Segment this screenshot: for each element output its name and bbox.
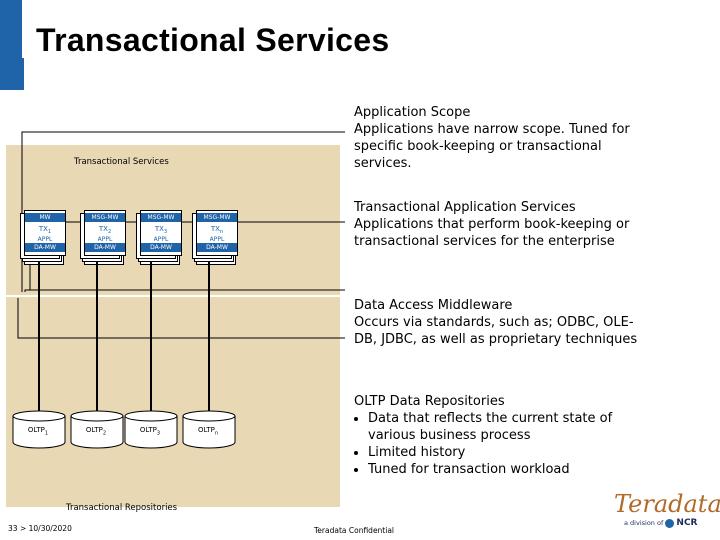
- oltp-label-main: OLTP: [139, 426, 157, 434]
- footer-confidential: Teradata Confidential: [314, 526, 395, 535]
- stack-appl-label: APPL: [153, 236, 169, 244]
- stack-middleware-label: MSG-MW: [197, 213, 237, 222]
- callout-data-access-middleware: Data Access Middleware Occurs via standa…: [354, 297, 646, 348]
- bullet-item: Limited history: [368, 444, 654, 461]
- stack-middleware-label: MSG-MW: [141, 213, 181, 222]
- title-accent-line: [22, 58, 30, 90]
- oltp-label-main: OLTP: [197, 426, 215, 434]
- callout-heading: OLTP Data Repositories: [354, 394, 505, 409]
- oltp-label-main: OLTP: [27, 426, 45, 434]
- connection-pipe: [208, 262, 210, 412]
- ncr-icon: [665, 518, 675, 528]
- stack-middleware-label: MSG-MW: [85, 213, 125, 222]
- logo-subline: a division of NCR: [624, 518, 720, 528]
- callout-heading: Data Access Middleware: [354, 298, 513, 313]
- oltp-label-index: n: [214, 430, 219, 437]
- logo-ncr-text: NCR: [676, 518, 698, 528]
- oltp-repository-label: OLTP2: [74, 426, 118, 436]
- callout-body: Applications have narrow scope. Tuned fo…: [354, 122, 630, 171]
- slide-title: Transactional Services: [36, 22, 390, 58]
- oltp-bullet-list: Data that reflects the current state of …: [354, 410, 654, 478]
- oltp-label-index: 1: [44, 430, 49, 437]
- connection-pipe: [96, 262, 98, 412]
- stack-appl-label: APPL: [209, 236, 225, 244]
- stack-tx-index: 1: [47, 229, 52, 236]
- title-accent-bar: [0, 0, 22, 90]
- transactional-services-label: Transactional Services: [74, 157, 169, 167]
- footer-arrow: >: [19, 524, 27, 533]
- oltp-repository-label: OLTP3: [128, 426, 172, 436]
- oltp-label-index: 3: [156, 430, 161, 437]
- callout-application-scope: Application Scope Applications have narr…: [354, 104, 654, 172]
- footer-date: 10/30/2020: [28, 524, 72, 533]
- connection-pipe: [38, 262, 40, 412]
- callout-heading: Transactional Application Services: [354, 200, 576, 215]
- bullet-item: Data that reflects the current state of …: [368, 410, 654, 444]
- stack-data-access-label: DA-MW: [197, 243, 237, 252]
- stack-middleware-label: MW: [25, 213, 65, 222]
- logo-division-text: a division of: [624, 519, 664, 527]
- stack-data-access-label: DA-MW: [85, 243, 125, 252]
- teradata-logo: Teradata a division of NCR: [614, 490, 720, 528]
- callout-heading: Application Scope: [354, 105, 471, 120]
- stack-appl-label: APPL: [97, 236, 113, 244]
- callout-body: Applications that perform book-keeping o…: [354, 217, 630, 249]
- stack-tx-label: TX: [38, 225, 48, 233]
- stack-tx-index: 3: [163, 229, 168, 236]
- oltp-repository-cylinder: [12, 410, 66, 449]
- page-number: 33: [8, 524, 18, 533]
- stack-tx-index: 2: [107, 229, 112, 236]
- stack-tx-label: TX: [98, 225, 108, 233]
- oltp-label-main: OLTP: [85, 426, 103, 434]
- oltp-repository-label: OLTP1: [16, 426, 60, 436]
- oltp-repository-cylinder: [124, 410, 178, 449]
- transactional-repositories-label: Transactional Repositories: [66, 503, 178, 513]
- oltp-repository-cylinder: [182, 410, 236, 449]
- callout-body: Occurs via standards, such as; ODBC, OLE…: [354, 315, 638, 347]
- oltp-repository-cylinder: [70, 410, 124, 449]
- oltp-repository-label: OLTPn: [186, 426, 230, 436]
- stack-tx-label: TX: [210, 225, 220, 233]
- stack-appl-label: APPL: [37, 236, 53, 244]
- stack-tx-index: n: [219, 229, 224, 236]
- bullet-item: Tuned for transaction workload: [368, 461, 654, 478]
- callout-transactional-application-services: Transactional Application Services Appli…: [354, 199, 646, 250]
- oltp-label-index: 2: [102, 430, 107, 437]
- stack-data-access-label: DA-MW: [141, 243, 181, 252]
- connection-pipe: [150, 262, 152, 412]
- logo-wordmark: Teradata: [614, 490, 720, 518]
- stack-tx-label: TX: [154, 225, 164, 233]
- transactional-repositories-panel: [6, 297, 340, 507]
- stack-data-access-label: DA-MW: [25, 243, 65, 252]
- callout-oltp-data-repositories: OLTP Data Repositories Data that reflect…: [354, 393, 654, 478]
- footer-page-info: 33 > 10/30/2020: [8, 524, 72, 533]
